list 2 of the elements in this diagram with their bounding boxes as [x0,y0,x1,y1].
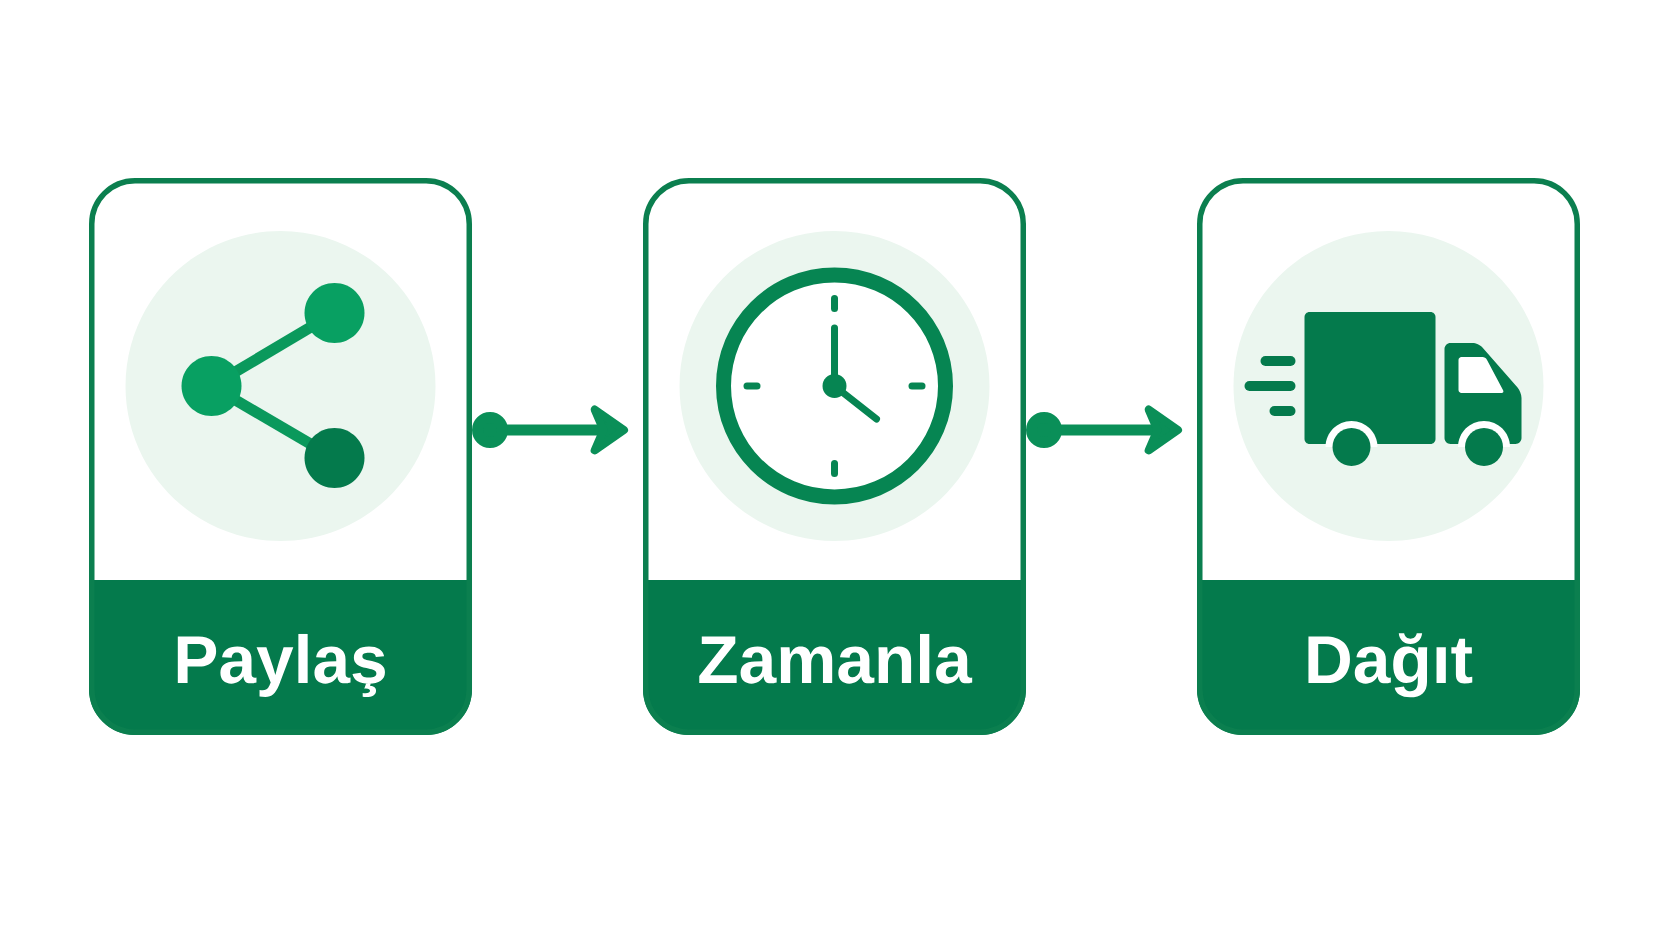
arrow [472,405,628,455]
arrow [1026,405,1182,455]
